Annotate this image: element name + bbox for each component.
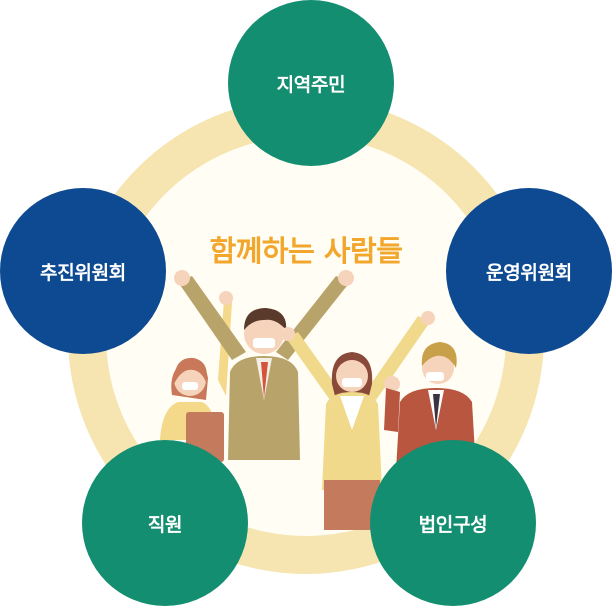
node-staff[interactable]: 직원 [82, 440, 248, 606]
node-corporation-members-label: 법인구성 [418, 513, 488, 536]
node-corporation-members[interactable]: 법인구성 [370, 440, 536, 606]
node-promotion-committee-label: 추진위원회 [40, 261, 126, 284]
woman-left-figure [160, 291, 233, 462]
node-operating-committee[interactable]: 운영위원회 [446, 188, 612, 354]
node-staff-label: 직원 [147, 513, 183, 536]
center-title: 함께하는 사람들 [209, 234, 403, 268]
node-promotion-committee[interactable]: 추진위원회 [0, 188, 166, 354]
node-residents-label: 지역주민 [276, 73, 346, 96]
people-illustration-icon [160, 270, 476, 530]
man-center-figure [174, 270, 354, 460]
node-operating-committee-label: 운영위원회 [486, 261, 572, 284]
node-residents[interactable]: 지역주민 [228, 0, 394, 166]
woman-right-figure [281, 311, 435, 530]
